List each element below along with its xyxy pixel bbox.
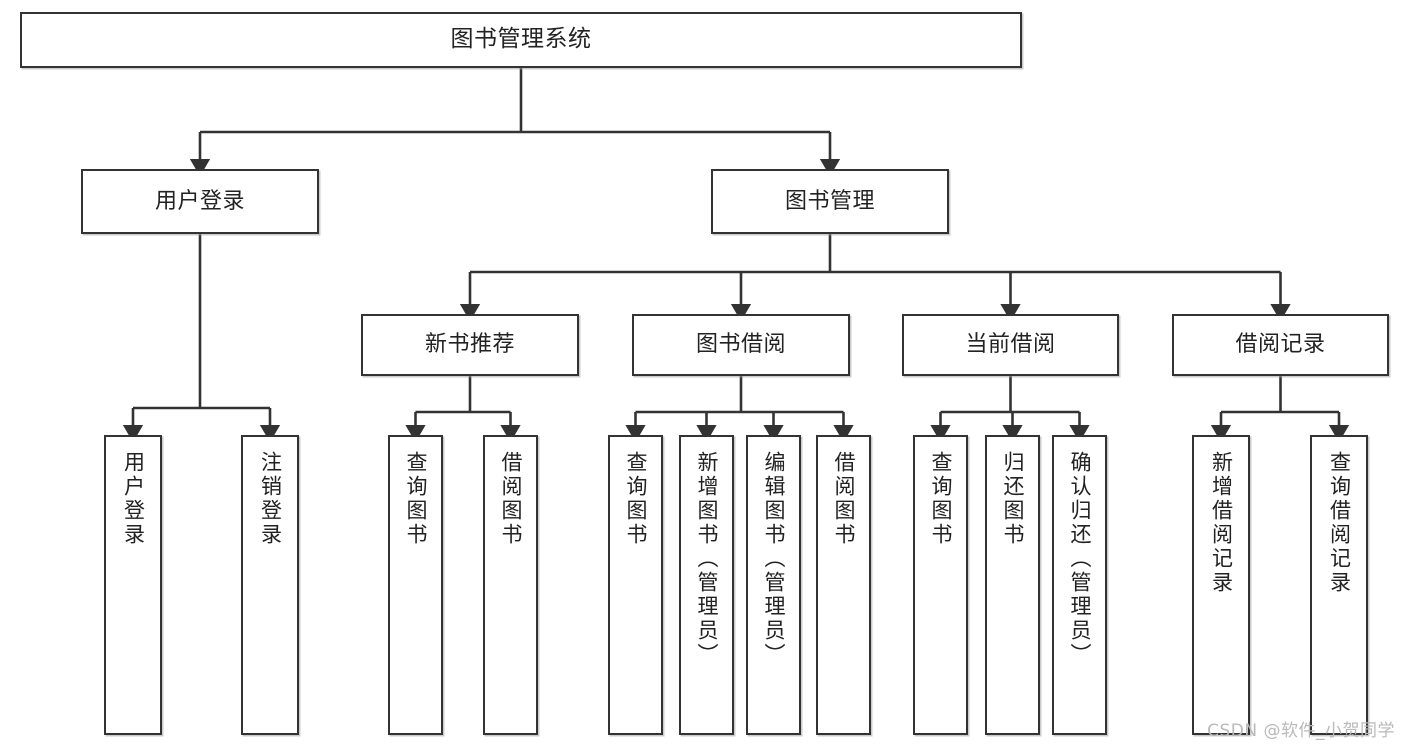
node-leaf-query-book-1: 查询图书 bbox=[388, 435, 443, 735]
node-book-mgmt: 图书管理 bbox=[711, 169, 949, 234]
node-label: 查询图书 bbox=[404, 451, 428, 547]
node-root: 图书管理系统 bbox=[20, 12, 1022, 68]
node-leaf-query-record: 查询借阅记录 bbox=[1310, 435, 1368, 735]
node-label: 新增借阅记录 bbox=[1209, 451, 1234, 595]
node-label: 借阅图书 bbox=[499, 451, 523, 547]
node-new-book-rec: 新书推荐 bbox=[361, 314, 579, 376]
node-label: 查询图书 bbox=[929, 451, 953, 547]
node-leaf-user-logout: 注销登录 bbox=[241, 435, 299, 735]
node-leaf-borrow-book-1: 借阅图书 bbox=[483, 435, 538, 735]
node-label: 当前借阅 bbox=[965, 332, 1056, 358]
node-leaf-query-book-2: 查询图书 bbox=[608, 435, 663, 735]
node-label: 用户登录 bbox=[121, 451, 146, 547]
node-borrow-record: 借阅记录 bbox=[1172, 314, 1389, 376]
node-book-borrow: 图书借阅 bbox=[632, 314, 850, 376]
node-leaf-borrow-book-2: 借阅图书 bbox=[816, 435, 871, 735]
node-user-login: 用户登录 bbox=[81, 169, 319, 234]
node-leaf-add-book: 新增图书（管理员） bbox=[679, 435, 734, 735]
node-label: 借阅图书 bbox=[832, 451, 856, 547]
node-label: 查询图书 bbox=[624, 451, 648, 547]
node-label: 归还图书 bbox=[1001, 451, 1025, 547]
node-label: 编辑图书（管理员） bbox=[762, 451, 786, 667]
node-current-borrow: 当前借阅 bbox=[902, 314, 1119, 376]
node-label: 图书借阅 bbox=[695, 332, 786, 358]
node-label: 图书管理系统 bbox=[450, 26, 592, 53]
node-label: 借阅记录 bbox=[1235, 332, 1326, 358]
node-label: 图书管理 bbox=[784, 188, 875, 214]
node-label: 注销登录 bbox=[258, 451, 283, 547]
node-leaf-add-record: 新增借阅记录 bbox=[1192, 435, 1250, 735]
node-label: 新书推荐 bbox=[424, 332, 515, 358]
node-leaf-query-book-3: 查询图书 bbox=[913, 435, 968, 735]
node-leaf-return-book: 归还图书 bbox=[985, 435, 1040, 735]
node-label: 确认归还（管理员） bbox=[1068, 451, 1092, 667]
node-leaf-confirm-return: 确认归还（管理员） bbox=[1052, 435, 1107, 735]
node-leaf-user-login: 用户登录 bbox=[104, 435, 162, 735]
node-label: 查询借阅记录 bbox=[1327, 451, 1352, 595]
node-leaf-edit-book: 编辑图书（管理员） bbox=[746, 435, 801, 735]
node-label: 新增图书（管理员） bbox=[695, 451, 719, 667]
node-label: 用户登录 bbox=[154, 188, 245, 214]
